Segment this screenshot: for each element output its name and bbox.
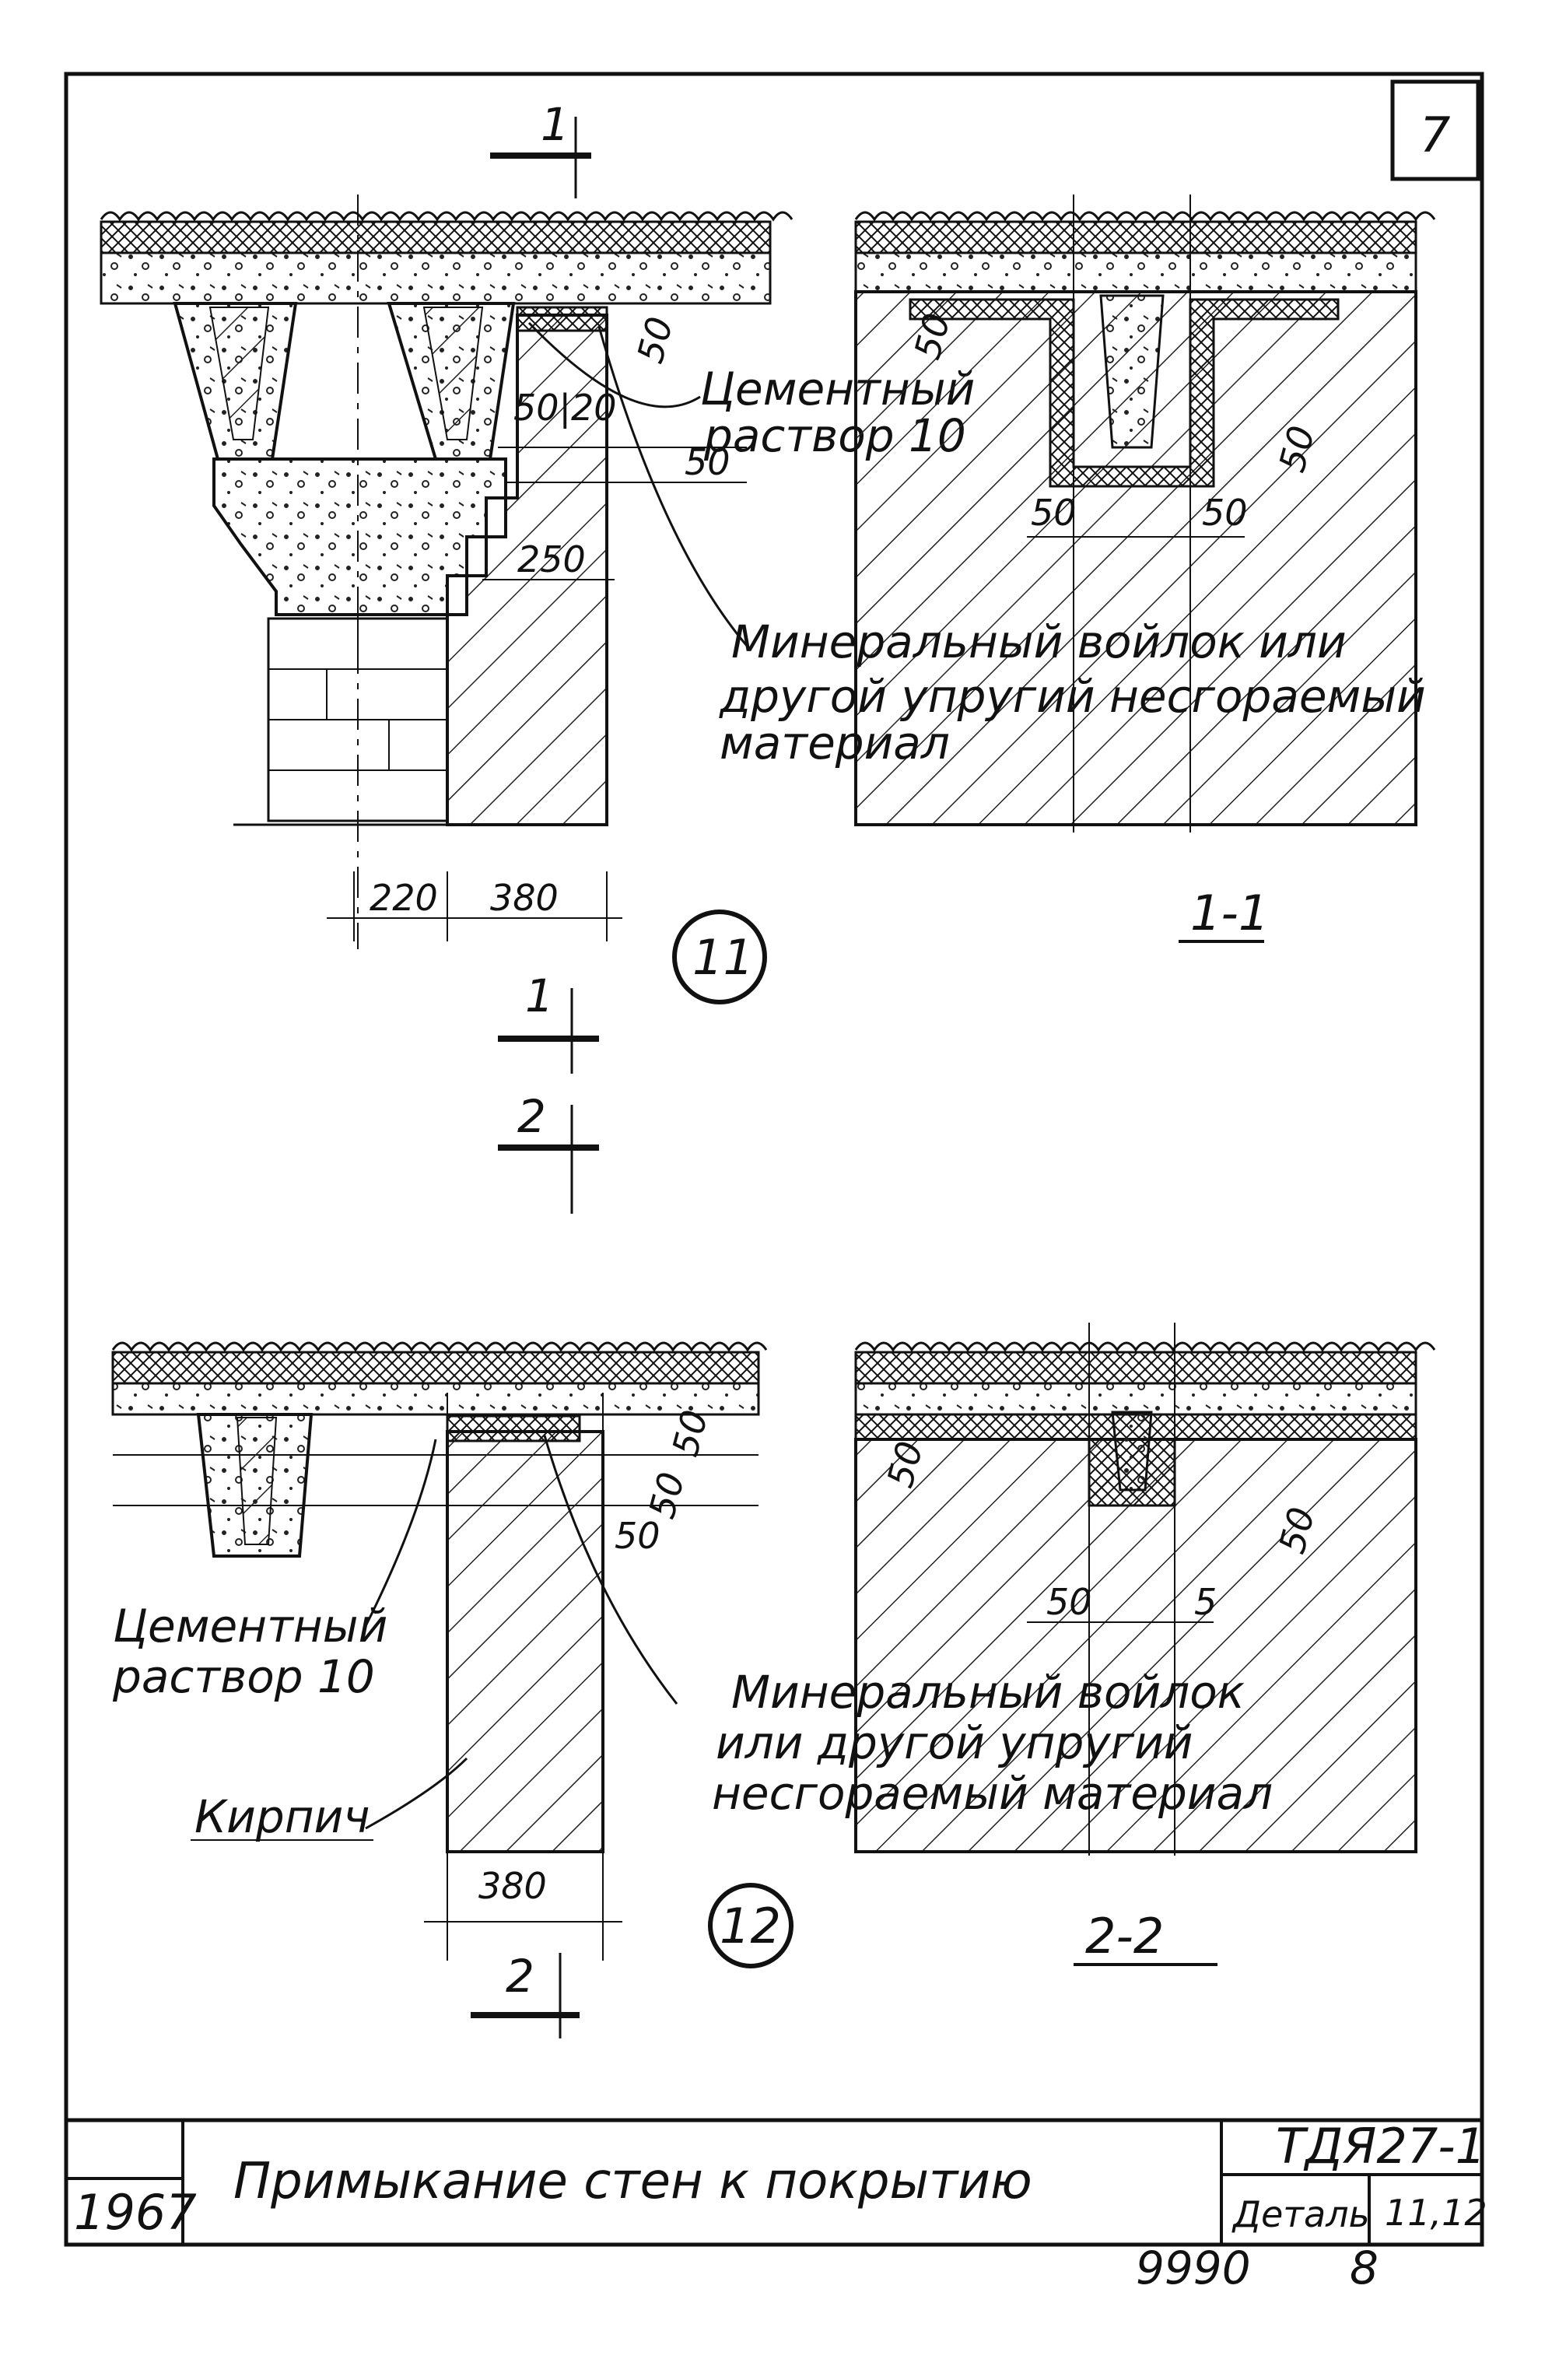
mineral-felt-label-12-line1: Минеральный войлок <box>731 1666 1245 1719</box>
insulation-layer <box>100 220 772 254</box>
dim-1-1-50-b: 50 <box>1031 492 1077 534</box>
dim-1-1-50-c: 50 <box>1202 492 1248 534</box>
section-1-1-title: 1-1 <box>1190 885 1269 941</box>
joint-rib-2-2 <box>1111 1411 1153 1491</box>
archive-number: 9990 <box>1136 2242 1251 2294</box>
sheet-code: ТДЯ27-1 <box>1276 2118 1486 2175</box>
detail-numbers: 11,12 <box>1385 2192 1487 2234</box>
rib-core-left <box>208 307 270 440</box>
sheet-title: Примыкание стен к покрытию <box>233 2153 1032 2210</box>
title-block: Примыкание стен к покрытию ТДЯ27-1 Детал… <box>66 2118 1487 2294</box>
mineral-felt-label-11-line2: другой упругий несгораемый <box>719 670 1426 723</box>
section-2-2-title: 2-2 <box>1085 1908 1164 1965</box>
section-mark-2-bottom-label: 2 <box>506 1950 534 2003</box>
detail-number-12: 12 <box>720 1898 781 1954</box>
section-mark-2-top-label: 2 <box>517 1090 546 1143</box>
brick-label: Кирпич <box>194 1790 370 1843</box>
rib-core-right <box>422 307 484 440</box>
detail-label: Деталь <box>1231 2193 1370 2235</box>
felt-pad-12 <box>446 1414 581 1442</box>
dim-11-220: 220 <box>370 877 438 919</box>
wall-section-1-1 <box>854 290 1417 826</box>
mineral-felt-label-12-line3: несгораемый материал <box>712 1767 1273 1820</box>
section-1-1: 50 50 50 50 Минеральный войлок или друго… <box>719 195 1436 943</box>
mineral-felt-label-11-line1: Минеральный войлок или <box>731 615 1347 668</box>
gravel-layer-12 <box>111 1341 768 1352</box>
screed-layer <box>100 251 772 305</box>
sheet-year: 1967 <box>74 2184 197 2241</box>
section-mark-1-bottom-label: 1 <box>525 969 554 1022</box>
dim-11-50-vertical: 50 <box>629 313 681 368</box>
gravel-layer-1-1 <box>854 211 1436 222</box>
dim-11-50: 50 <box>685 441 730 483</box>
section-mark-1-top: 1 <box>490 98 591 198</box>
detail-12: 50 50 50 380 Цементный раствор 10 Кирпич… <box>111 1341 794 2038</box>
section-2-2: 50 50 50 5 Минеральный войлок или другой… <box>712 1323 1436 1966</box>
joint-rib-1-1 <box>1099 294 1165 449</box>
concrete-corbel <box>212 457 507 616</box>
brick-wall-12 <box>446 1430 604 1853</box>
mineral-felt-label-12-line2: или другой упругий <box>716 1716 1193 1769</box>
dim-11-380: 380 <box>490 877 559 919</box>
cement-mortar-label-12-line1: Цементный <box>113 1600 387 1653</box>
dim-11-50-20: 50|20 <box>513 387 617 429</box>
dim-2-2-50-b: 50 <box>1046 1581 1092 1623</box>
section-mark-1-bottom: 1 <box>498 969 599 1074</box>
cement-mortar-label-12-line2: раствор 10 <box>112 1650 375 1703</box>
rib-core-12 <box>236 1417 278 1545</box>
detail-circle-11 <box>672 910 767 1004</box>
dim-11-250: 250 <box>517 538 586 580</box>
detail-11: 1 Цементный раствор 10 50 50|2 <box>100 98 975 1074</box>
mineral-felt-label-11-line3: материал <box>720 717 950 769</box>
page-number-box: 7 <box>1390 79 1480 181</box>
dim-12-380: 380 <box>478 1865 547 1907</box>
sub-page-number: 8 <box>1350 2242 1379 2294</box>
dim-12-50-c: 50 <box>615 1515 660 1557</box>
gravel-layer-2-2 <box>854 1341 1436 1352</box>
dim-2-2-5: 5 <box>1194 1581 1217 1623</box>
page-number: 7 <box>1420 107 1450 163</box>
detail-circle-12 <box>708 1883 794 1968</box>
detail-number-11: 11 <box>692 929 754 986</box>
section-mark-2-bottom: 2 <box>471 1950 580 2038</box>
section-mark-2-top: 2 <box>498 1090 599 1214</box>
gravel-layer <box>100 211 794 222</box>
section-mark-1-top-label: 1 <box>541 98 569 151</box>
felt-pad-11 <box>516 306 608 332</box>
